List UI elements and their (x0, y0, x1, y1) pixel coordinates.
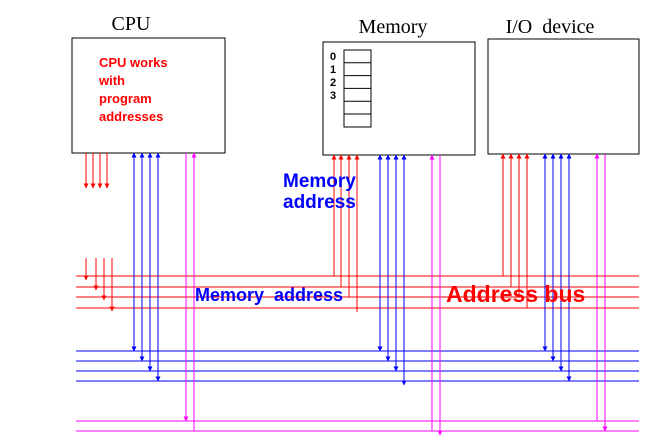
cpu-data-wires (131, 152, 161, 382)
cpu-note: CPU works with program addresses (98, 55, 168, 124)
address-bus-label: Address bus (446, 281, 585, 307)
io-device-box (487, 38, 640, 155)
memory-address-bus-label: Memory address (195, 285, 343, 305)
memory-control-wires (429, 154, 443, 436)
memory-cell-index-0: 0 (330, 51, 336, 63)
control-bus-lines (76, 420, 639, 432)
memory-cells: 0 1 2 3 (330, 49, 372, 128)
io-data-wires (542, 153, 572, 382)
cpu-address-outputs (83, 153, 110, 189)
cpu-control-wires (183, 152, 197, 431)
memory-address-label: Memory address (283, 171, 356, 213)
memory-address-label-line-1: Memory (283, 171, 356, 192)
memory-cell-index-3: 3 (330, 90, 336, 102)
io-address-inputs (500, 153, 530, 308)
cpu-note-line-1: CPU works (99, 55, 168, 70)
io-control-wires (594, 153, 608, 432)
memory-cell-index-2: 2 (330, 77, 336, 89)
memory-data-wires (377, 154, 407, 386)
memory-address-label-line-2: address (283, 192, 356, 213)
memory-title: Memory (359, 16, 428, 38)
io-device-title: I/O device (506, 16, 595, 38)
memory-address-inputs (331, 154, 360, 312)
cpu-note-line-3: program (99, 91, 152, 106)
cpu-note-line-4: addresses (99, 109, 163, 124)
cpu-note-line-2: with (98, 73, 125, 88)
cpu-title: CPU (112, 13, 151, 35)
cpu-box (71, 37, 226, 154)
cpu-address-bus-drops (83, 258, 115, 312)
data-bus-lines (76, 350, 639, 382)
memory-cell-index-1: 1 (330, 64, 336, 76)
